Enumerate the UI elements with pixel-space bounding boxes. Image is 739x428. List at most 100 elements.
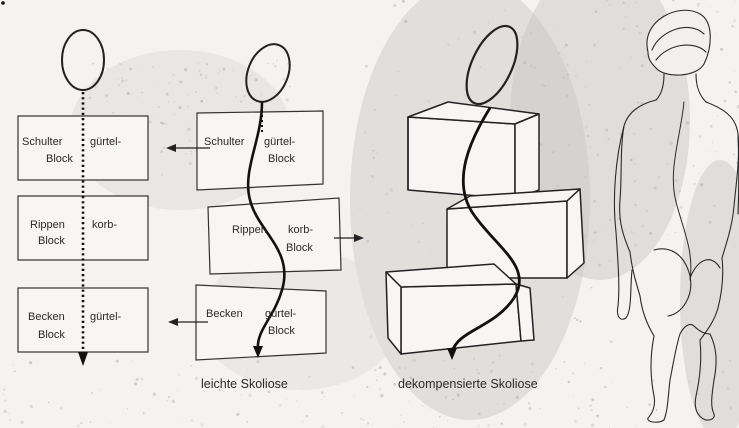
- speckle: [286, 399, 288, 401]
- speckle: [562, 46, 565, 49]
- speckle: [135, 377, 139, 382]
- speckle: [167, 100, 170, 103]
- speckle: [734, 43, 736, 45]
- speckle: [140, 377, 144, 381]
- speckle: [92, 81, 95, 84]
- speckle: [267, 390, 271, 393]
- speckle: [393, 4, 397, 7]
- speckle: [609, 259, 611, 262]
- buttock-curve: [653, 248, 721, 317]
- pelvis-block-box: [17, 287, 149, 353]
- speckle: [649, 232, 653, 235]
- speckle: [264, 108, 266, 110]
- speckle: [8, 419, 12, 422]
- speckle: [141, 91, 144, 94]
- speckle: [566, 73, 570, 76]
- speckle: [734, 245, 737, 247]
- speckle: [400, 414, 403, 416]
- speckle: [456, 393, 460, 397]
- speckle: [531, 371, 533, 373]
- speckle: [529, 2, 531, 4]
- speckle: [167, 395, 171, 399]
- speckle: [188, 139, 191, 142]
- speckle: [638, 31, 642, 35]
- speckle: [421, 405, 424, 407]
- speckle: [105, 93, 109, 97]
- speckle: [698, 134, 702, 139]
- speckle: [630, 230, 634, 234]
- speckle: [205, 74, 207, 77]
- speckle: [477, 425, 480, 427]
- right-leg: [694, 333, 717, 421]
- speckle: [191, 153, 193, 155]
- shoulder-block-box: [17, 115, 149, 181]
- shoulder-arrow-head: [166, 144, 176, 152]
- rib-block-label-bottom: Block: [286, 242, 313, 254]
- speckle: [106, 101, 108, 103]
- shoulder-block-label-bottom: Block: [268, 153, 295, 165]
- speckle: [530, 362, 534, 366]
- rib-block-label-left: Rippen: [30, 219, 65, 231]
- speckle: [368, 402, 369, 404]
- speckle: [99, 389, 101, 391]
- speckle: [131, 359, 133, 361]
- speckle: [239, 100, 243, 103]
- speckle: [445, 11, 447, 13]
- speckle: [379, 376, 381, 378]
- speckle: [522, 61, 527, 65]
- speckle: [647, 413, 650, 415]
- speckle: [222, 67, 226, 71]
- speckle: [732, 153, 735, 156]
- speckle: [378, 365, 382, 370]
- speckle: [711, 141, 714, 144]
- speckle: [187, 105, 190, 108]
- speckle: [564, 43, 568, 47]
- speckle: [586, 60, 588, 63]
- speckle: [697, 2, 700, 6]
- speckle: [473, 357, 476, 360]
- speckle: [472, 30, 477, 34]
- speckle: [398, 366, 401, 370]
- speckle: [736, 105, 739, 109]
- head-oval: [245, 43, 291, 103]
- speckle: [723, 99, 727, 103]
- speckle: [284, 98, 285, 100]
- speckle: [431, 250, 433, 252]
- speckle: [197, 62, 200, 64]
- speckle: [668, 234, 670, 236]
- rib-arrow-head: [354, 234, 364, 242]
- speckle: [427, 99, 431, 103]
- speckle: [729, 188, 731, 190]
- speckle: [379, 388, 382, 391]
- speckle: [503, 402, 506, 405]
- speckle: [420, 377, 424, 380]
- pelvis-block-label-bottom: Block: [38, 329, 65, 341]
- speckle: [539, 143, 543, 146]
- speckle: [444, 217, 446, 219]
- speckle: [561, 379, 563, 381]
- speckle: [703, 368, 705, 370]
- speckle: [542, 5, 544, 7]
- head-oval: [465, 24, 519, 106]
- speckle: [216, 92, 219, 95]
- speckle: [371, 175, 374, 178]
- speckle: [305, 414, 309, 418]
- speckle: [124, 79, 128, 82]
- spine-arrow-head: [253, 346, 263, 358]
- speckle: [187, 94, 189, 96]
- speckle: [697, 393, 700, 396]
- speckle: [366, 385, 369, 389]
- speckle: [351, 366, 355, 369]
- speckle: [686, 232, 688, 234]
- shoulder-block-label-left: Schulter: [22, 136, 63, 148]
- speckle: [579, 320, 582, 323]
- speckle: [527, 402, 531, 405]
- speckle: [117, 84, 120, 87]
- rib-block-label-left: Rippen: [232, 224, 267, 236]
- speckle: [692, 164, 695, 167]
- speckle: [218, 389, 221, 392]
- speckle: [3, 388, 6, 391]
- speckle: [121, 77, 123, 79]
- speckle: [584, 125, 588, 129]
- mild-scoliosis-caption: leichte Skoliose: [201, 377, 288, 391]
